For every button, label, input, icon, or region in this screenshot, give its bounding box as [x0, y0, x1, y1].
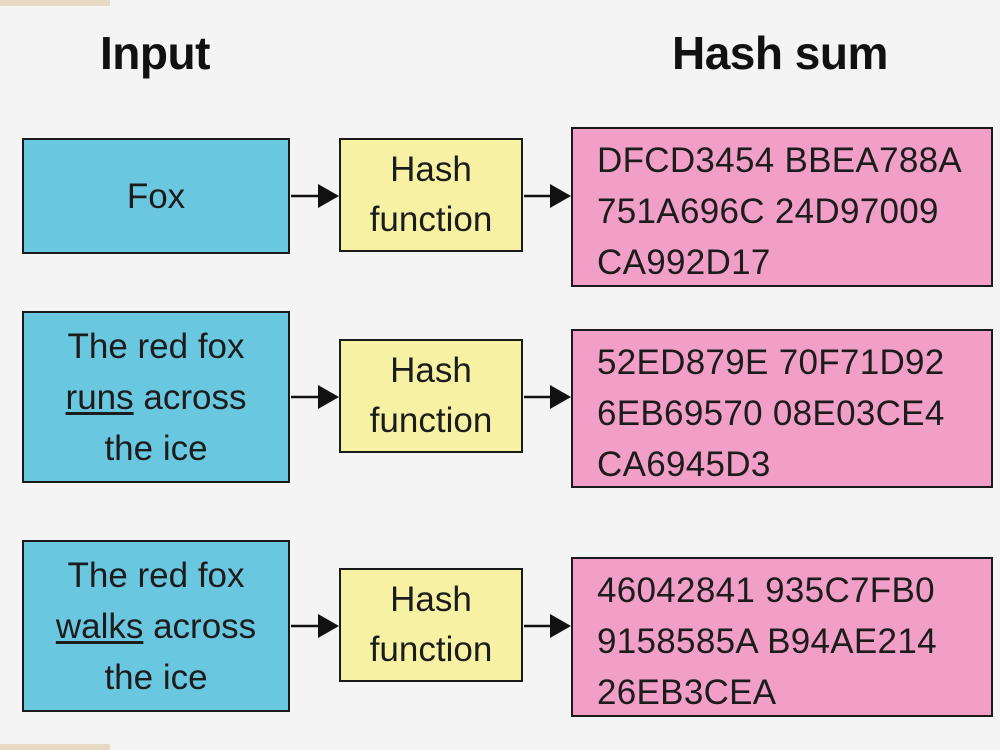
hash-line: 52ED879E 70F71D92 [597, 343, 945, 382]
arrowhead-icon [318, 184, 339, 208]
arrowhead-icon [550, 614, 571, 638]
input-text: Fox [126, 176, 186, 216]
corner-decoration-bottom [0, 744, 110, 750]
hash-line: 46042841 935C7FB0 [597, 571, 935, 610]
hash-function-label: Hash [390, 150, 472, 189]
hash-line: CA992D17 [597, 243, 771, 282]
input-verb: walks [55, 606, 144, 646]
input-heading: Input [100, 27, 210, 79]
hash-function-label: function [369, 200, 493, 239]
arrow-row-3 [291, 614, 571, 638]
input-box-runs: The red fox runs across the ice [22, 311, 290, 483]
input-text-line: The red fox [67, 555, 245, 595]
corner-decoration-top [0, 0, 110, 6]
input-box-walks: The red fox walks across the ice [22, 540, 290, 712]
arrow-row-1 [291, 184, 571, 208]
arrowhead-icon [318, 385, 339, 409]
hash-line: CA6945D3 [597, 445, 771, 484]
hash-line: 9158585A B94AE214 [597, 622, 937, 661]
hash-line: 751A696C 24D97009 [597, 192, 939, 231]
hash-function-box-1: Hash function [339, 138, 523, 252]
input-text-line: the ice [104, 657, 208, 697]
arrow-row-2 [291, 385, 571, 409]
input-verb-rest: across [143, 606, 257, 646]
hash-function-label: Hash [390, 580, 472, 619]
input-text-line: walks across [56, 601, 256, 652]
hash-sum-box-3: 46042841 935C7FB0 9158585A B94AE214 26EB… [571, 557, 993, 717]
hash-sum-box-2: 52ED879E 70F71D92 6EB69570 08E03CE4 CA69… [571, 329, 993, 488]
input-text-line: The red fox [67, 326, 245, 366]
hash-sum-box-1: DFCD3454 BBEA788A 751A696C 24D97009 CA99… [571, 127, 993, 287]
hash-function-label: function [369, 630, 493, 669]
hash-function-box-2: Hash function [339, 339, 523, 453]
input-text-line: the ice [104, 428, 208, 468]
hash-line: 6EB69570 08E03CE4 [597, 394, 945, 433]
arrowhead-icon [550, 184, 571, 208]
input-verb-rest: across [133, 377, 247, 417]
input-text-line: runs across [66, 372, 247, 423]
input-box-fox: Fox [22, 138, 290, 254]
hash-function-label: function [369, 401, 493, 440]
hash-line: 26EB3CEA [597, 673, 777, 712]
hash-function-box-3: Hash function [339, 568, 523, 682]
input-verb: runs [65, 377, 134, 417]
hash-function-label: Hash [390, 351, 472, 390]
arrowhead-icon [550, 385, 571, 409]
arrowhead-icon [318, 614, 339, 638]
hash-sum-heading: Hash sum [672, 27, 888, 79]
hash-line: DFCD3454 BBEA788A [597, 141, 963, 180]
